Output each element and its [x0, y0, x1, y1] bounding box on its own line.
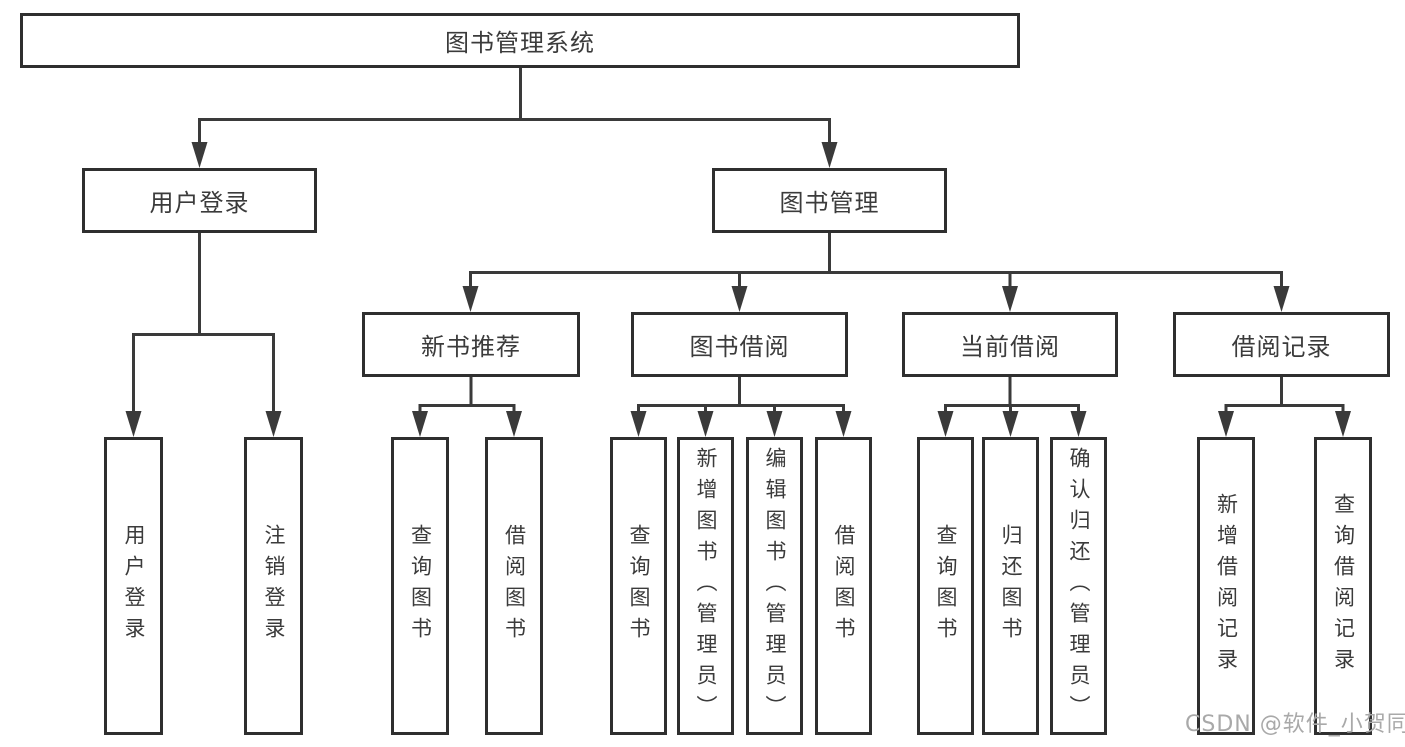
node-label: 当前借阅 — [960, 333, 1060, 361]
node-current-borrowing: 当前借阅 — [902, 312, 1118, 377]
node-logout-leaf: 注销登录 — [244, 437, 303, 735]
node-label: 编辑图书（管理员） — [763, 446, 787, 726]
node-label: 用户登录 — [149, 189, 250, 217]
node-label: 图书借阅 — [689, 333, 790, 361]
node-label: 借阅图书 — [502, 524, 527, 648]
node-borrow-books-rec: 借阅图书 — [485, 437, 543, 735]
node-add-borrow-record: 新增借阅记录 — [1197, 437, 1255, 735]
node-library-management-system: 图书管理系统 — [20, 13, 1020, 68]
node-label: 查询图书 — [627, 524, 651, 648]
node-borrowing-records: 借阅记录 — [1173, 312, 1390, 377]
node-borrow-books-leaf: 借阅图书 — [815, 437, 872, 735]
csdn-watermark: CSDN @软件_小贺同学 — [1185, 712, 1405, 737]
node-label: 查询图书 — [408, 524, 433, 648]
node-label: 查询借阅记录 — [1331, 493, 1356, 679]
node-label: 查询图书 — [934, 524, 958, 648]
node-confirm-return-admin: 确认归还（管理员） — [1050, 437, 1107, 735]
node-label: 新增图书（管理员） — [694, 446, 718, 726]
node-user-login-leaf: 用户登录 — [104, 437, 163, 735]
node-book-borrowing: 图书借阅 — [631, 312, 848, 377]
node-label: 确认归还（管理员） — [1067, 446, 1091, 726]
node-label: 注销登录 — [262, 524, 286, 648]
node-label: 图书管理系统 — [445, 29, 595, 57]
node-label: 归还图书 — [999, 524, 1023, 648]
node-query-books-current: 查询图书 — [917, 437, 974, 735]
node-return-books: 归还图书 — [982, 437, 1039, 735]
node-query-books-borrow: 查询图书 — [610, 437, 667, 735]
node-query-books-rec: 查询图书 — [391, 437, 449, 735]
node-label: 借阅图书 — [832, 524, 856, 648]
node-user-login-branch: 用户登录 — [82, 168, 317, 233]
node-add-books-admin: 新增图书（管理员） — [677, 437, 734, 735]
node-book-management-branch: 图书管理 — [712, 168, 947, 233]
node-label: 图书管理 — [779, 189, 880, 217]
node-edit-books-admin: 编辑图书（管理员） — [746, 437, 803, 735]
node-label: 新书推荐 — [421, 333, 521, 361]
node-label: 用户登录 — [122, 524, 146, 648]
node-new-book-recommendation: 新书推荐 — [362, 312, 580, 377]
node-query-borrow-record: 查询借阅记录 — [1314, 437, 1372, 735]
node-label: 借阅记录 — [1231, 333, 1332, 361]
node-label: 新增借阅记录 — [1214, 493, 1239, 679]
